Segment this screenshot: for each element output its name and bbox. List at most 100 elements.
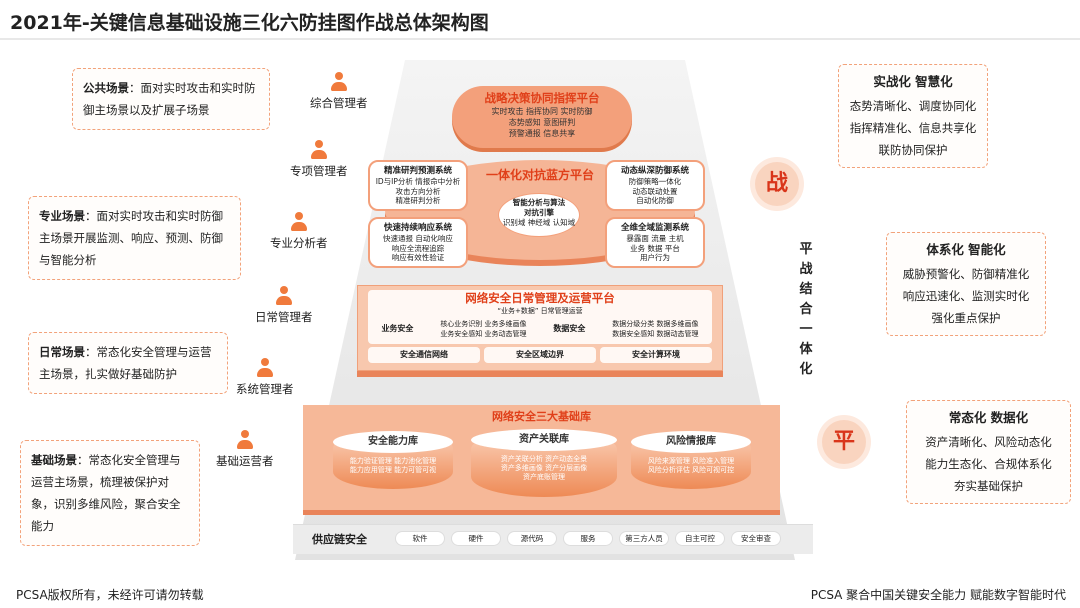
person-icon: [236, 430, 254, 450]
system-line: 业务 数据 平台: [630, 243, 680, 253]
supply-item: 硬件: [451, 531, 501, 546]
ops-cell: 安全计算环境: [600, 347, 712, 363]
system-line: ID与IP分析 情报命中分析: [375, 177, 461, 186]
supply-item: 服务: [563, 531, 613, 546]
role-label: 专项管理者: [290, 164, 348, 178]
slogan-char: 战: [799, 262, 813, 277]
scene-text: ：常态化安全管理与运营主场景，扎实做好基础防护: [39, 345, 212, 381]
box-title: 实战化 智慧化: [873, 74, 953, 89]
lib-line: 资产关联分析 资产动态全景: [500, 455, 588, 463]
algorithm-engine: 智能分析与算法对抗引擎识别域 神经域 认知域: [498, 193, 580, 237]
person-icon: [330, 72, 348, 92]
system-line: 响应全流程追踪: [391, 243, 445, 253]
system-card: 快速持续响应系统快速通报 自动化响应响应全流程追踪响应有效性验证: [368, 217, 468, 268]
role-label: 综合管理者: [310, 96, 368, 110]
lib-line: 资产多维画像 资产分层画像: [500, 464, 588, 472]
supply-item: 第三方人员: [619, 531, 669, 546]
supply-item: 源代码: [507, 531, 557, 546]
box-title: 体系化 智能化: [926, 242, 1006, 257]
system-line: 自动化防御: [636, 196, 674, 205]
right-box-normal: 常态化 数据化资产清晰化、风险动态化能力生态化、合规体系化夯实基础保护: [906, 400, 1071, 504]
engine-sub: 识别域 神经域 认知域: [502, 218, 576, 227]
supply-item: 安全审查: [731, 531, 781, 546]
biz-item: 核心业务识别 业务多维画像: [440, 320, 527, 328]
box-line: 强化重点保护: [931, 311, 1001, 325]
copyright: PCSA版权所有，未经许可请勿转载: [16, 588, 204, 602]
scene-text: ：面对实时攻击和实时防御主场景开展监测、响应、预测、防御与智能分析: [39, 209, 223, 267]
system-title: 全维全域监测系统: [620, 223, 689, 233]
biz-items: 核心业务识别 业务多维画像业务安全感知 业务动态管理: [440, 319, 526, 339]
scene-text: ：常态化安全管理与运营主场景，梳理被保护对象，识别多维风险，聚合安全能力: [31, 453, 181, 533]
person-icon: [275, 286, 293, 306]
command-platform-cloud: 战略决策协同指挥平台实时攻击 指挥协同 实时防御态势感知 意图研判预警通报 信息…: [452, 86, 632, 148]
role-special-manager: 专项管理者: [290, 140, 348, 179]
right-box-combat: 实战化 智慧化态势清晰化、调度协同化指挥精准化、信息共享化联防协同保护: [838, 64, 988, 168]
system-line: 响应有效性验证: [391, 253, 445, 262]
ops-title: 网络安全日常管理及运营平台: [465, 291, 615, 305]
box-line: 威胁预警化、防御精准化: [902, 267, 1030, 281]
supply-item: 自主可控: [675, 531, 725, 546]
lib-name: 安全能力库: [333, 431, 453, 453]
slogan-char: 一: [799, 322, 813, 337]
system-line: 快速通报 自动化响应: [383, 234, 453, 243]
ops-cell: 安全通信网络: [368, 347, 480, 363]
library-risk: 风险情报库风险来源管理 风险准入管理风险分析评估 风险可视可控: [631, 431, 751, 489]
ops-inner: 网络安全日常管理及运营平台 “业务+数据” 日常管理运营 业务安全 核心业务识别…: [368, 290, 712, 344]
role-general-manager: 综合管理者: [310, 72, 368, 111]
data-security: 数据安全: [553, 324, 586, 333]
cloud-line: 实时攻击 指挥协同 实时防御: [491, 107, 593, 116]
box-line: 联防协同保护: [878, 143, 948, 157]
box-line: 资产清晰化、风险动态化: [925, 435, 1052, 449]
person-icon: [310, 140, 328, 160]
base-title: 网络安全三大基础库: [492, 410, 591, 423]
role-basic-operator: 基础运营者: [216, 430, 274, 469]
box-line: 指挥精准化、信息共享化: [849, 121, 977, 135]
system-title: 动态纵深防御系统: [620, 166, 689, 176]
box-line: 夯实基础保护: [954, 479, 1023, 493]
scene-label: 基础场景: [31, 453, 77, 467]
ops-subtitle: “业务+数据” 日常管理运营: [497, 307, 583, 315]
cloud-line: 预警通报 信息共享: [508, 129, 576, 138]
biz-item: 业务安全感知 业务动态管理: [440, 330, 527, 338]
ping-badge: 平: [822, 420, 866, 464]
data-item: 数据安全感知 数据动态管理: [612, 330, 699, 338]
slogan-char: 结: [799, 282, 813, 297]
lib-line: 能力应用管理 能力可管可视: [349, 466, 437, 474]
slogan-char: 合: [799, 302, 813, 317]
base-libraries: 网络安全三大基础库 安全能力库能力验证管理 能力池化管理能力应用管理 能力可管可…: [303, 405, 780, 510]
box-line: 态势清晰化、调度协同化: [849, 99, 977, 113]
slogan-footer: PCSA 聚合中国关键安全能力 赋能数字智能时代: [810, 588, 1066, 602]
box-title: 常态化 数据化: [948, 410, 1029, 425]
system-line: 动态联动处置: [632, 186, 678, 196]
role-system-manager: 系统管理者: [236, 358, 294, 397]
role-analyst: 专业分析者: [270, 212, 328, 251]
page-title: 2021年-关键信息基础设施三化六防挂图作战总体架构图: [10, 12, 489, 34]
library-capability: 安全能力库能力验证管理 能力池化管理能力应用管理 能力可管可视: [333, 431, 453, 489]
slogan-char: 化: [799, 362, 813, 377]
data-items: 数据分级分类 数据多维画像数据安全感知 数据动态管理: [612, 319, 698, 339]
biz-security: 业务安全: [381, 324, 414, 333]
scene-label: 日常场景: [39, 345, 85, 359]
slogan-char: 体: [799, 342, 813, 357]
role-label: 系统管理者: [236, 382, 294, 396]
system-title: 精准研判预测系统: [383, 166, 452, 176]
scene-basic: 基础场景：常态化安全管理与运营主场景，梳理被保护对象，识别多维风险，聚合安全能力: [20, 440, 200, 546]
lib-name: 风险情报库: [631, 431, 751, 453]
zhan-badge: 战: [755, 162, 799, 206]
cloud-title: 战略决策协同指挥平台: [484, 91, 600, 105]
scene-public: 公共场景：面对实时攻击和实时防御主场景以及扩展子场景: [72, 68, 270, 130]
role-label: 专业分析者: [270, 236, 328, 250]
scene-label: 专业场景: [39, 209, 85, 223]
system-line: 精准研判分析: [395, 196, 441, 205]
person-icon: [256, 358, 274, 378]
role-daily-manager: 日常管理者: [255, 286, 313, 325]
ops-row: 业务安全 核心业务识别 业务多维画像业务安全感知 业务动态管理 数据安全 数据分…: [368, 319, 712, 339]
system-card: 全维全域监测系统暴露面 流量 主机业务 数据 平台用户行为: [605, 217, 705, 268]
right-box-system: 体系化 智能化威胁预警化、防御精准化响应迅速化、监测实时化强化重点保护: [886, 232, 1046, 336]
library-asset: 资产关联库资产关联分析 资产动态全景资产多维画像 资产分层画像资产底账管理: [471, 429, 617, 497]
system-line: 防御策略一体化: [628, 177, 682, 186]
divider: [0, 38, 1080, 40]
system-line: 暴露面 流量 主机: [626, 234, 684, 243]
supply-chain-label: 供应链安全: [312, 533, 367, 546]
